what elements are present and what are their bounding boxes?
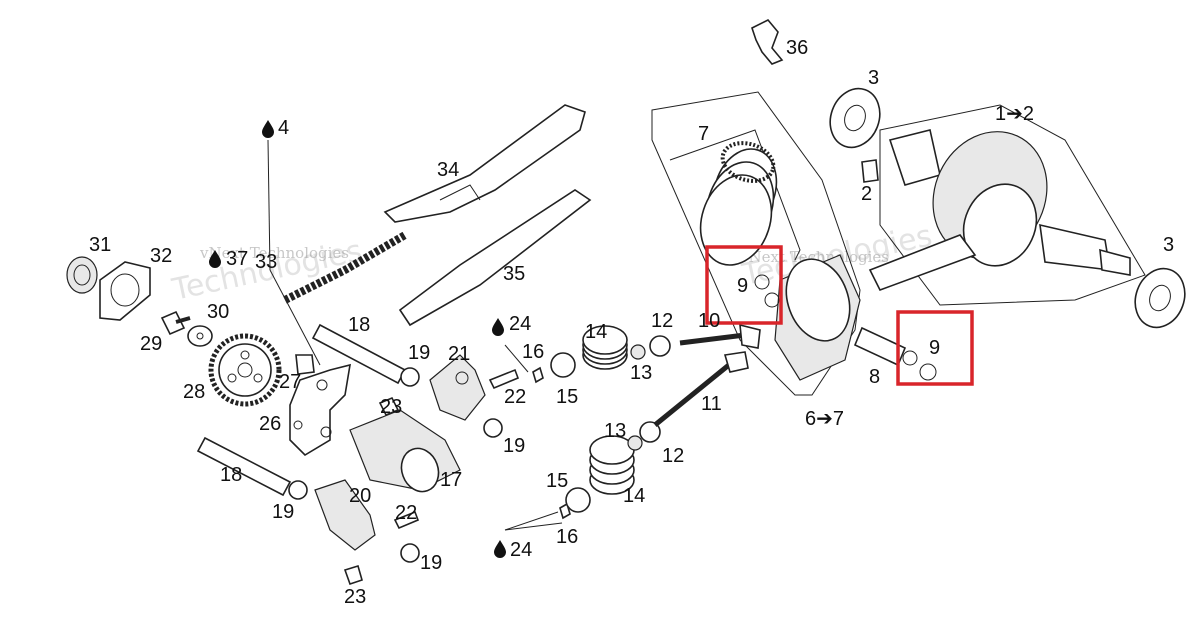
oil-drop-icon (492, 318, 504, 336)
part-label: 11 (701, 393, 722, 415)
part-label: 12 (662, 445, 684, 467)
part-label: 29 (140, 333, 162, 355)
part-label: 24 (510, 539, 532, 561)
part-label: 34 (437, 159, 459, 181)
part-label: 19 (272, 501, 294, 523)
part-drawings (66, 19, 1186, 586)
part-label: 13 (630, 362, 652, 384)
part-label: 14 (623, 485, 645, 507)
part-label: 15 (546, 470, 568, 492)
oil-drop-icon (494, 540, 506, 558)
part-label: 3 (868, 67, 879, 89)
part-label: 17 (440, 469, 462, 491)
crankshaft-group-outline (879, 104, 1146, 306)
part-label: 2 (861, 183, 872, 205)
part-label: 14 (585, 321, 607, 343)
part-label: 35 (503, 263, 525, 285)
part-label: 9 (929, 337, 940, 359)
part-label: 16 (556, 526, 578, 548)
part-label: 23 (380, 396, 402, 418)
part-label: 19 (420, 552, 442, 574)
part-label: 26 (259, 413, 281, 435)
part-label: 32 (150, 245, 172, 267)
part-label: 18 (220, 464, 242, 486)
part-label: 10 (698, 310, 720, 332)
part-label: 36 (786, 37, 808, 59)
watermark: vNext Technologies (199, 244, 349, 262)
clip-part (751, 19, 784, 65)
part-label: 7 (698, 123, 709, 145)
part-label: 22 (395, 502, 417, 524)
part-label: 19 (408, 342, 430, 364)
part-label: 23 (344, 586, 366, 608)
part-label: 8 (869, 366, 880, 388)
part-label: 1➔2 (995, 103, 1034, 125)
part-label: 4 (278, 117, 289, 139)
part-label: 16 (522, 341, 544, 363)
part-label: 3 (1163, 234, 1174, 256)
part-label: 31 (89, 234, 111, 256)
part-label: 27 (279, 371, 301, 393)
part-label: 19 (503, 435, 525, 457)
part-label: 30 (207, 301, 229, 323)
watermark: vNext Technologies (739, 248, 889, 266)
part-label: 18 (348, 314, 370, 336)
part-label: 15 (556, 386, 578, 408)
part-label: 33 (255, 251, 277, 273)
part-labels: 36 3 1➔2 4 7 2 34 3 31 32 37 33 35 9 30 … (89, 37, 1174, 608)
part-label: 13 (604, 420, 626, 442)
part-label: 24 (509, 313, 531, 335)
part-label: 37 (226, 248, 248, 270)
highlight-box-part-9-left (705, 245, 783, 325)
part-label: 21 (448, 343, 470, 365)
part-label: 20 (349, 485, 371, 507)
part-label: 28 (183, 381, 205, 403)
part-label: 22 (504, 386, 526, 408)
oil-drop-icon (262, 120, 274, 138)
highlight-box-part-9-right (896, 310, 974, 386)
part-label: 6➔7 (805, 408, 844, 430)
part-label: 9 (737, 275, 748, 297)
part-label: 12 (651, 310, 673, 332)
